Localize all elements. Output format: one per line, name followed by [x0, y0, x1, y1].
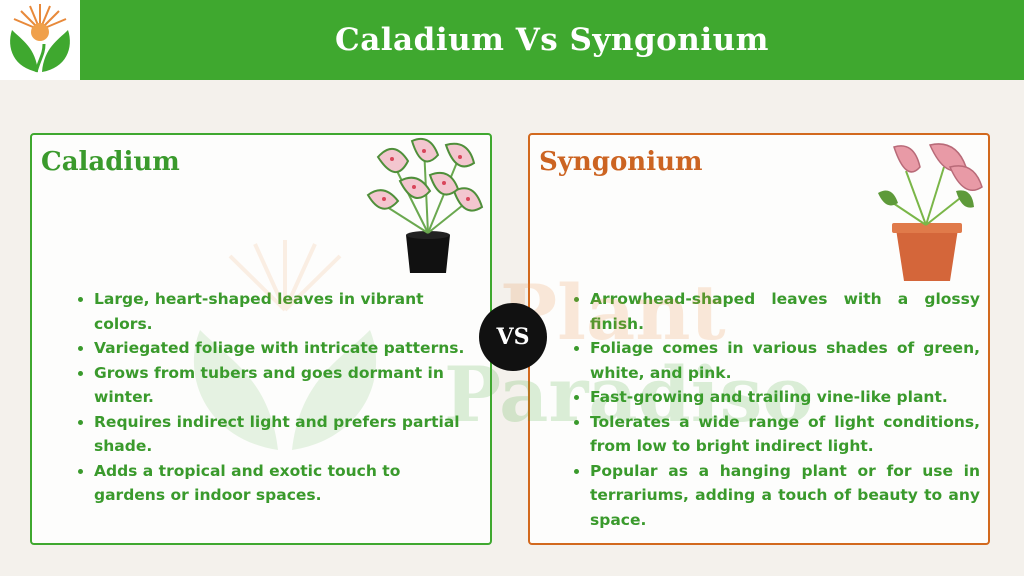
list-item: Adds a tropical and exotic touch to gard…	[94, 459, 474, 508]
list-item: Variegated foliage with intricate patter…	[94, 336, 474, 361]
list-item: Fast-growing and trailing vine-like plan…	[590, 385, 980, 410]
list-item: Large, heart-shaped leaves in vibrant co…	[94, 287, 474, 336]
brand-logo	[0, 0, 80, 80]
syngonium-title: Syngonium	[539, 147, 703, 177]
header-bar: Caladium Vs Syngonium	[80, 0, 1024, 80]
caladium-title: Caladium	[41, 147, 180, 177]
page-title: Caladium Vs Syngonium	[335, 22, 769, 58]
list-item: Arrowhead-shaped leaves with a glossy fi…	[590, 287, 980, 336]
list-item: Popular as a hanging plant or for use in…	[590, 459, 980, 533]
caladium-points: Large, heart-shaped leaves in vibrant co…	[76, 287, 474, 508]
syngonium-plant-image	[878, 143, 983, 281]
list-item: Requires indirect light and prefers part…	[94, 410, 474, 459]
list-item: Tolerates a wide range of light conditio…	[590, 410, 980, 459]
sunrise-leaves-icon	[10, 4, 70, 73]
list-item: Grows from tubers and goes dormant in wi…	[94, 361, 474, 410]
caladium-card: Caladium Large, heart-shaped leaves	[30, 133, 492, 545]
caladium-plant-image	[366, 137, 484, 273]
list-item: Foliage comes in various shades of green…	[590, 336, 980, 385]
vs-badge: VS	[479, 303, 547, 371]
syngonium-card: Syngonium Arrowhead-shaped leaves with a…	[528, 133, 990, 545]
syngonium-points: Arrowhead-shaped leaves with a glossy fi…	[572, 287, 980, 532]
